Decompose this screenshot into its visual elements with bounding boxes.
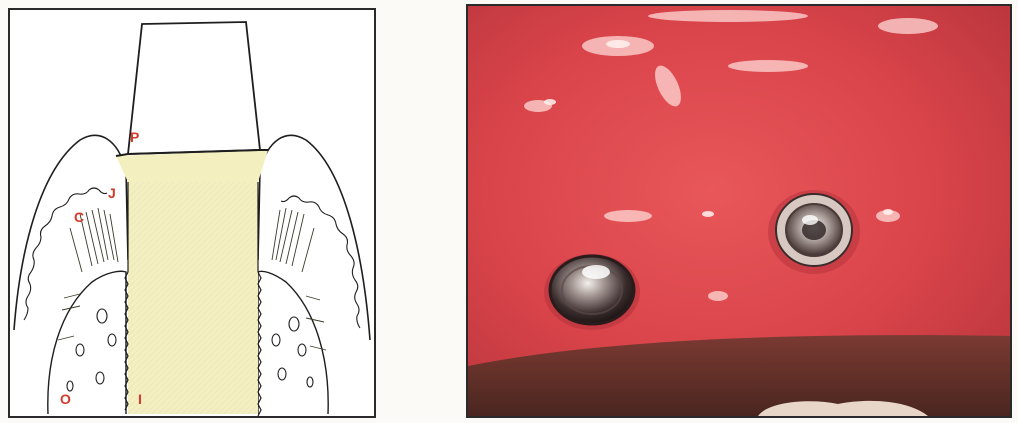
implant-head-right bbox=[768, 190, 860, 274]
implant-diagram: P J C O I bbox=[10, 10, 374, 416]
label-i: I bbox=[138, 391, 142, 407]
abutment bbox=[128, 22, 260, 154]
implant-head-left bbox=[544, 254, 640, 330]
label-o: O bbox=[60, 391, 71, 407]
label-j: J bbox=[108, 185, 116, 201]
bone-right bbox=[258, 271, 328, 414]
label-c: C bbox=[74, 209, 84, 225]
clinical-photo-panel bbox=[466, 4, 1012, 418]
implant-diagram-panel: P J C O I bbox=[8, 8, 376, 418]
clinical-photo bbox=[468, 6, 1010, 416]
label-p: P bbox=[130, 129, 139, 145]
implant-texture bbox=[128, 182, 258, 414]
